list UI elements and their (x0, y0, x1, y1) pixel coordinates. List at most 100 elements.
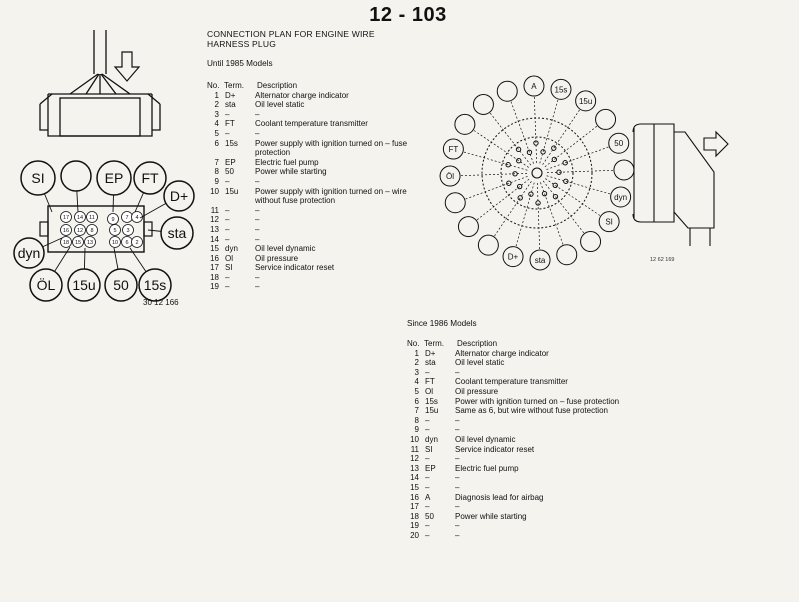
pin-number: 15 (75, 240, 81, 246)
row-description: Service indicator reset (255, 263, 335, 273)
row-terminal: SI (425, 444, 433, 454)
pin-ray (533, 95, 538, 164)
row-terminal: – (225, 224, 230, 234)
row-terminal: A (425, 492, 431, 502)
pin (515, 146, 522, 153)
pin-ray (475, 178, 530, 222)
terminal-label: 15s (144, 277, 167, 293)
row-description: – (455, 502, 460, 512)
leader-line (83, 247, 86, 286)
row-number: 19 (410, 521, 419, 531)
table-row: 14–– (207, 235, 430, 245)
row-number: 13 (210, 224, 219, 234)
row-description: – (255, 128, 260, 138)
label-circle (580, 231, 602, 253)
row-description: – (255, 205, 260, 215)
pin-ray (472, 129, 529, 168)
pin-ray (536, 182, 541, 251)
pin (131, 236, 143, 248)
right-diagram-code: 12 62 169 (650, 257, 674, 263)
leader-line (147, 229, 178, 234)
pin (84, 236, 96, 248)
label-circle (477, 234, 499, 256)
pin-ray (545, 178, 602, 217)
row-terminal: – (225, 215, 230, 225)
pin-ray (546, 175, 613, 195)
label-circle (613, 159, 635, 181)
row-number: 4 (214, 119, 219, 129)
pin-number: 17 (63, 215, 69, 221)
label-circle (472, 93, 494, 115)
row-number: 11 (210, 205, 219, 215)
terminal-label: dyn (18, 245, 41, 261)
row-number: 9 (414, 425, 419, 435)
row-number: 1 (214, 90, 219, 100)
pin (516, 157, 522, 164)
round-connector-side-view (632, 123, 729, 246)
table-row: 19–– (207, 282, 430, 292)
table-row: 3–– (407, 368, 630, 378)
pin (526, 149, 533, 156)
pin (552, 193, 559, 200)
row-number: 7 (414, 406, 419, 416)
row-number: 14 (210, 234, 219, 244)
table-row: 11–– (207, 206, 430, 216)
pin-ray (546, 169, 615, 174)
row-terminal: – (425, 502, 430, 512)
row-description: Alternator charge indicator (455, 348, 549, 358)
table-row: 8–– (407, 416, 630, 426)
pin-number: 18 (63, 240, 69, 246)
terminal-label: 50 (113, 277, 129, 293)
pin-number: 11 (89, 215, 95, 221)
terminal-label: D+ (508, 253, 519, 262)
row-terminal: EP (425, 463, 436, 473)
row-number: 11 (410, 444, 419, 454)
pin-ray (542, 180, 586, 235)
pin-number: 5 (113, 228, 116, 234)
table-row: 12–– (207, 215, 430, 225)
row-number: 3 (214, 109, 219, 119)
pin (121, 211, 133, 223)
label-circle (138, 268, 172, 302)
pin (556, 169, 562, 175)
row-description: – (255, 224, 260, 234)
pin-number: 14 (77, 215, 83, 221)
table-row: 13–– (207, 225, 430, 235)
label-circle (160, 216, 194, 250)
terminal-label: EP (105, 170, 124, 186)
pin (517, 195, 523, 201)
pin-ray (544, 124, 599, 168)
row-description: Coolant temperature transmitter (455, 377, 568, 387)
terminal-label: sta (535, 256, 546, 265)
row-description: Oil level dynamic (255, 244, 316, 254)
row-description: Electric fuel pump (255, 157, 319, 167)
label-circle (610, 186, 632, 208)
label-circle (20, 160, 56, 196)
pin (541, 190, 548, 197)
row-description: Same as 6, but wire without fuse protect… (455, 406, 608, 416)
pin-number: 8 (90, 228, 93, 234)
left-diagram-code: 30 12 166 (143, 298, 179, 307)
until-1985-title: Until 1985 Models (207, 59, 273, 68)
pin-ray (459, 172, 528, 177)
header-term: Term. (424, 339, 444, 348)
pin (505, 162, 511, 168)
row-number: 9 (214, 176, 219, 186)
row-terminal: sta (425, 358, 436, 368)
row-number: 19 (210, 282, 219, 292)
pin (86, 224, 98, 236)
row-terminal: – (225, 282, 230, 292)
terminal-label: Öl (446, 172, 454, 181)
table-row: 3–– (207, 110, 430, 120)
row-description: – (455, 482, 460, 492)
pin (109, 224, 121, 236)
pin-number: 12 (77, 228, 83, 234)
